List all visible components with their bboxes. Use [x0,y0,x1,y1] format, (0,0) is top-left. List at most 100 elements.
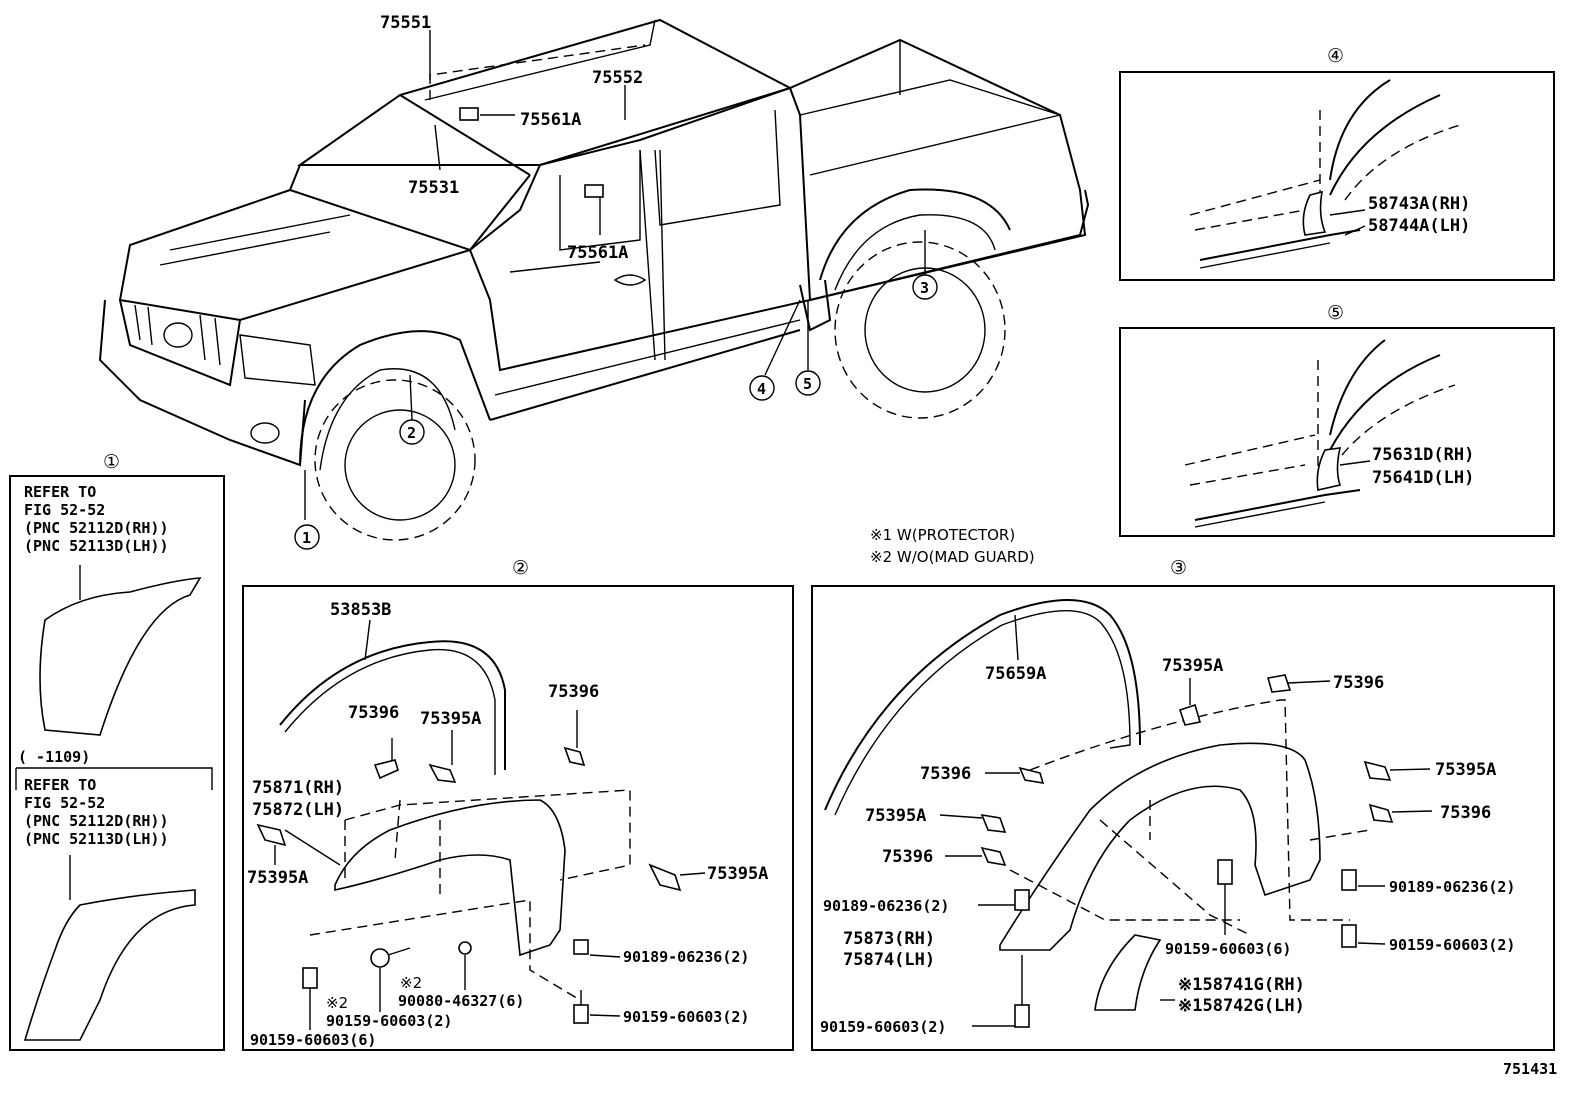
label-75396-p3-r2: 75396 [1440,803,1491,823]
panel-5-title: ⑤ [1327,302,1344,324]
svg-text:(PNC 52112D(RH)): (PNC 52112D(RH)) [24,812,169,830]
panel-4-title: ④ [1327,45,1344,67]
label-75873-rh: 75873(RH) [843,929,935,949]
callout-2-truck: 2 [399,419,425,445]
bolt-90159-p2-mid [370,947,411,1012]
panel-5-box [1119,327,1555,537]
label-75396-p3-l1: 75396 [920,764,971,784]
weatherstrip-75659a [824,599,1141,811]
label-75396-p2-left: 75396 [348,703,399,723]
label-75631d-rh: 75631D(RH) [1372,445,1474,465]
label-75395a-p3-top: 75395A [1162,656,1223,676]
label-75659a: 75659A [985,664,1046,684]
panel-1-title: ① [103,451,120,473]
clip-75396-p3-l3 [945,846,1007,867]
clip-75395a-p3-l2 [939,813,1007,833]
label-75551: 75551 [380,13,431,33]
bolt-90159-p3-right [1341,924,1386,948]
callout-3-truck: 3 [912,274,938,300]
nut-90189-p3-left [978,889,1030,911]
label-75396-p3-top: 75396 [1333,673,1384,693]
screw-90080 [458,941,472,990]
label-90159-p2-mid: 90159-60603(2) [326,1012,452,1030]
panel-1-box [9,475,225,1051]
clip-75395a-center [428,730,457,783]
label-90080: 90080-46327(6) [398,992,524,1010]
clip-75396-p3-top [1266,674,1331,693]
label-90189-p3-left: 90189-06236(2) [823,897,949,915]
bolt-90159-p2-right [573,990,621,1024]
svg-text:(PNC 52113D(LH)): (PNC 52113D(LH)) [24,830,169,848]
label-75531: 75531 [408,178,459,198]
svg-text:FIG 52-52: FIG 52-52 [24,501,105,519]
nut-90189-p2 [573,939,621,958]
svg-text:(PNC 52113D(LH)): (PNC 52113D(LH)) [24,537,169,555]
fender-flare-front [334,799,566,957]
panel-5-drawing [1184,339,1456,528]
mudguard-front-lower [23,889,196,1041]
clip-75395a-p3-r1 [1363,760,1431,781]
label-58744a-lh: 58744A(LH) [1368,216,1470,236]
figure-number: 751431 [1503,1060,1557,1078]
label-75552: 75552 [592,68,643,88]
panel-3-title: ③ [1170,557,1187,579]
bolt-90159-p3-mid [1217,859,1233,935]
label-mark2-b: ※2 [326,994,348,1012]
label-58743a-rh: 58743A(RH) [1368,194,1470,214]
panel-3-box [811,585,1555,1051]
clip-75395a-right [648,863,706,892]
label-90189-p2: 90189-06236(2) [623,948,749,966]
svg-text:3: 3 [920,279,929,297]
svg-text:5: 5 [803,375,812,393]
svg-text:REFER TO: REFER TO [24,483,96,501]
mudguard-front-upper [39,577,202,736]
label-90159-p3-right: 90159-60603(2) [1389,936,1515,954]
label-mark2-a: ※2 [400,974,422,992]
label-75395a-p2-right: 75395A [707,864,768,884]
svg-text:4: 4 [757,380,766,398]
label-90159-p3-bottom: 90159-60603(2) [820,1018,946,1036]
svg-text:2: 2 [407,424,416,442]
svg-text:(PNC 52112D(RH)): (PNC 52112D(RH)) [24,519,169,537]
panel-2-box [242,585,794,1051]
clip-75396-left [373,738,399,780]
clip-75395a-left [256,823,287,865]
svg-text:1: 1 [302,529,311,547]
label-75872-lh: 75872(LH) [252,800,344,820]
label-75561a-lower: 75561A [567,243,628,263]
bolt-90159-p2-left [302,967,318,1030]
panel-4-drawing [1189,79,1461,269]
svg-text:REFER TO: REFER TO [24,776,96,794]
callout-4-truck: 4 [749,375,775,401]
fender-flare-rear [999,742,1321,951]
panel-1-refer-bottom: REFER TO FIG 52-52 (PNC 52112D(RH)) (PNC… [24,776,169,848]
clip-75395a-p3-top [1178,678,1202,726]
label-90159-p3-mid: 90159-60603(6) [1165,940,1291,958]
weatherstrip-53853b [279,640,506,770]
clip-75396-right [563,710,586,767]
nut-90189-p3-right [1341,869,1385,891]
label-158742g-lh: ※158742G(LH) [1178,996,1305,1016]
label-75871-rh: 75871(RH) [252,778,344,798]
label-75396-p2-right: 75396 [548,682,599,702]
label-75395a-p2-center: 75395A [420,709,481,729]
label-90189-p3-right: 90189-06236(2) [1389,878,1515,896]
label-75874-lh: 75874(LH) [843,950,935,970]
label-75395a-p3-l2: 75395A [865,806,926,826]
note-mad-guard: ※2 W/O(MAD GUARD) [870,548,1035,566]
label-53853b: 53853B [330,600,391,620]
label-75396-p3-l3: 75396 [882,847,933,867]
clip-75396-p3-l1 [985,766,1045,785]
label-75561a-upper: 75561A [520,110,581,130]
panel-4-box [1119,71,1555,281]
bolt-90159-p3-bottom [972,955,1030,1028]
label-90159-p2-right: 90159-60603(2) [623,1008,749,1026]
note-protector: ※1 W(PROTECTOR) [870,526,1015,544]
label-90159-p2-left: 90159-60603(6) [250,1031,376,1049]
callout-5-truck: 5 [795,370,821,396]
truck-illustration [98,18,1090,541]
clip-75396-p3-r2 [1368,803,1433,823]
panel-2-title: ② [512,557,529,579]
protector-158741g [1094,934,1162,1011]
